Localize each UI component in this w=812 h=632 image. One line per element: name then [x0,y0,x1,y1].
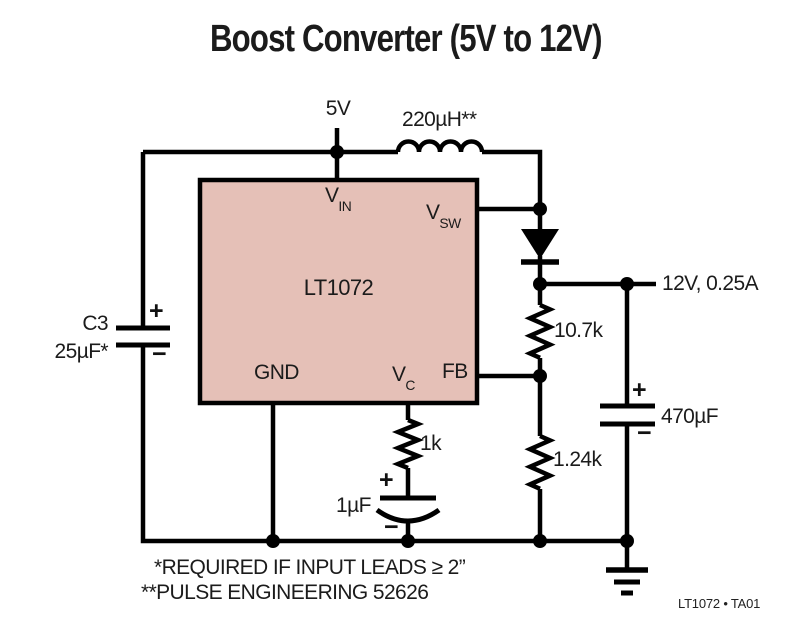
resistor-10k7 [524,302,556,360]
ic-pin-vc-base: V [392,363,406,386]
cap-vc-plate-curved [375,507,441,524]
ic-pin-vin-sub: IN [338,198,352,215]
resistor-vc-label: 1k [420,432,442,455]
page-title: Boost Converter (5V to 12V) [0,18,812,61]
cap-in-minus-sign: − [152,340,167,368]
junction-dot [533,202,547,216]
resistor-top-label: 10.7k [554,319,603,342]
ic-pin-gnd: GND [254,361,299,384]
junction-dot [330,145,344,159]
ic-body [197,177,480,406]
cap-vc-value-label: 1µF [336,494,371,517]
figure-reference: LT1072 • TA01 [678,596,761,611]
ic-pin-fb: FB [442,360,468,383]
ic-pin-vin: VIN [325,184,352,213]
cap-out-value-label: 470µF [661,405,719,428]
junction-dot [533,534,547,548]
junction-dot [533,369,547,383]
cap-vc-plus-sign: + [379,466,394,494]
junction-dot [266,534,280,548]
note-required-input-leads: *REQUIRED IF INPUT LEADS ≥ 2” [154,556,466,579]
ic-pin-vc-sub: C [405,377,415,394]
resistor-bottom-label: 1.24k [553,448,602,471]
note-pulse-engineering: **PULSE ENGINEERING 52626 [141,581,429,604]
ic-pin-vc: VC [392,363,415,392]
ic-pin-vsw-base: V [426,201,440,224]
ic-name-label: LT1072 [303,275,374,300]
diode-triangle [521,229,559,259]
cap-out-plus-sign: + [632,376,647,404]
cap-vc-minus-sign: − [384,513,399,541]
junction-dot [620,277,634,291]
input-voltage-label: 5V [325,97,351,120]
cap-in-name-label: C3 [82,312,108,335]
junction-dot [620,534,634,548]
ic-pin-vsw-sub: SW [439,215,461,232]
cap-in-value-label: 25µF* [54,340,109,363]
page-title-text: Boost Converter (5V to 12V) [210,18,602,60]
cap-out-minus-sign: − [637,419,652,447]
inductor-value-label: 220µH** [402,108,477,131]
cap-in-plus-sign: + [149,297,164,325]
resistor-1k24 [524,433,556,491]
output-rating-label: 12V, 0.25A [662,272,759,295]
inductor-coil [395,139,485,153]
ic-pin-vsw: VSW [426,201,461,230]
ic-pin-vin-base: V [325,184,339,207]
resistor-1k [391,417,425,471]
junction-dot [401,534,415,548]
junction-dot [533,277,547,291]
